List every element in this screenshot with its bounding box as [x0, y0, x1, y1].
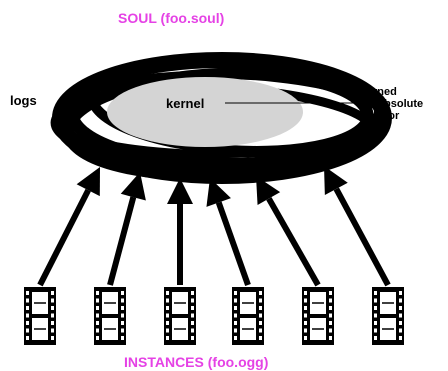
arrows-group: [37, 166, 391, 287]
film-strip-icon: [24, 287, 56, 345]
arrow-up-icon: [37, 167, 100, 287]
soul-title: SOUL (foo.soul): [118, 10, 225, 26]
arrow-up-icon: [256, 176, 321, 287]
arrow-up-icon: [107, 172, 146, 286]
owner-label-line-1: owned: [362, 86, 397, 98]
owner-label-line-3: creator: [362, 110, 400, 122]
arrow-up-icon: [324, 166, 391, 287]
film-strip-icon: [302, 287, 334, 345]
owner-label: owned by absolute creator: [362, 86, 423, 122]
arrow-up-icon: [206, 178, 251, 287]
instances-label: INSTANCES (foo.ogg): [124, 354, 269, 370]
kernel-label: kernel: [166, 96, 205, 111]
arrow-up-icon: [167, 178, 193, 285]
logs-label: logs: [10, 93, 37, 108]
film-strip-icon: [94, 287, 126, 345]
kernel-blob: [107, 77, 303, 147]
film-strip-icon: [164, 287, 196, 345]
film-strip-icon: [232, 287, 264, 345]
instances-group: [24, 287, 404, 345]
film-strip-icon: [372, 287, 404, 345]
owner-label-line-2: by absolute: [362, 98, 424, 110]
